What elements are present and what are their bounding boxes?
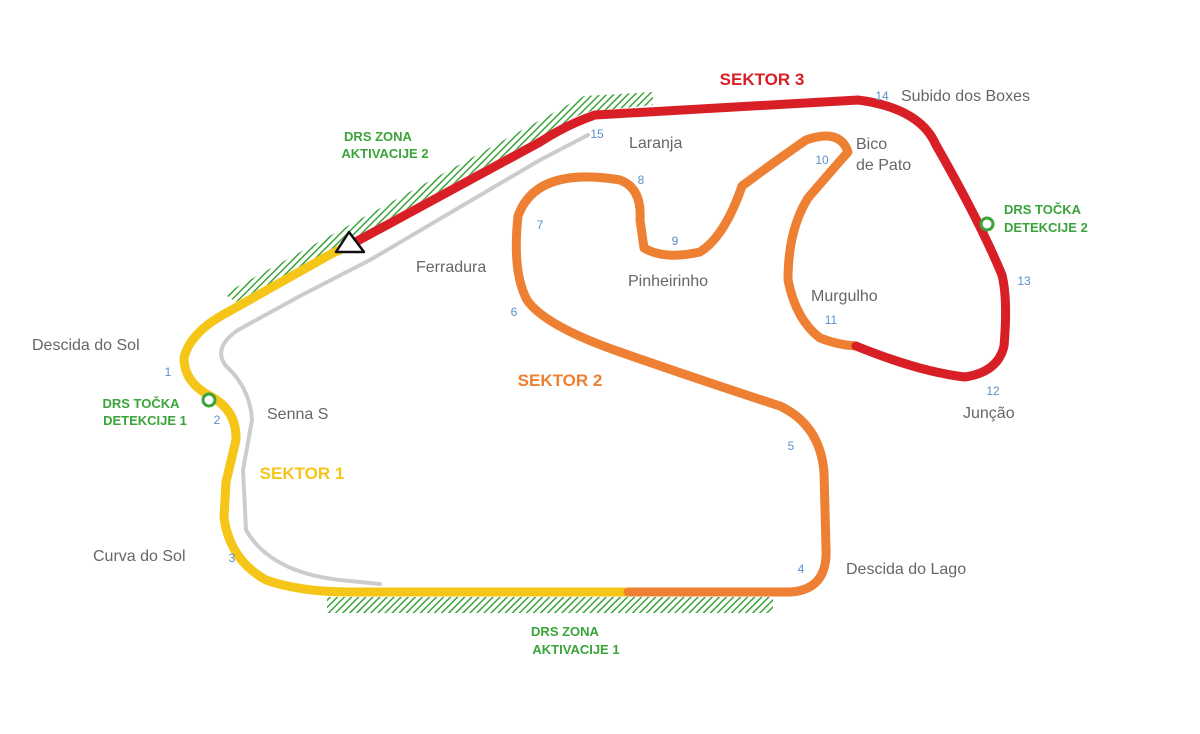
corner-number-15: 15: [590, 127, 604, 141]
sector-3-track: [345, 95, 1011, 382]
corner-number-7: 7: [537, 218, 544, 232]
sector-2-track: [511, 131, 861, 597]
corner-number-1: 1: [165, 365, 172, 379]
drs-detection-2-label-line2: DETEKCIJE 2: [1004, 220, 1088, 235]
corner-number-10: 10: [815, 153, 829, 167]
corner-number-12: 12: [986, 384, 1000, 398]
corner-number-9: 9: [672, 234, 679, 248]
corner-name-curva-do-sol: Curva do Sol: [93, 548, 186, 565]
corner-number-3: 3: [229, 551, 236, 565]
corner-number-11: 11: [825, 313, 838, 327]
drs-zone-1-label-line1: DRS ZONA: [531, 624, 600, 639]
sector-2-title: SEKTOR 2: [518, 371, 603, 390]
corner-name-pinheirinho: Pinheirinho: [628, 273, 708, 290]
corner-name-senna-s: Senna S: [267, 406, 328, 423]
corner-number-6: 6: [511, 305, 518, 319]
corner-name-descida-do-sol: Descida do Sol: [32, 337, 140, 354]
corner-name-subido-dos-boxes: Subido dos Boxes: [901, 88, 1030, 105]
corner-number-2: 2: [214, 413, 221, 427]
drs-zone-1-label-line2: AKTIVACIJE 1: [532, 642, 619, 657]
drs-detection-1-marker: [201, 392, 217, 408]
corner-name-bico-line1: Bico: [856, 136, 887, 153]
drs-detection-2-marker: [979, 216, 995, 232]
drs-detection-2-label-line1: DRS TOČKA: [1004, 202, 1082, 217]
corner-number-13: 13: [1017, 274, 1031, 288]
drs-detection-1-label-line1: DRS TOČKA: [102, 396, 180, 411]
corner-name-ferradura: Ferradura: [416, 259, 486, 276]
corner-number-8: 8: [638, 173, 645, 187]
triangle-icon: [334, 230, 366, 254]
corner-name-laranja: Laranja: [629, 135, 682, 152]
sector-1-title: SEKTOR 1: [260, 464, 345, 483]
corner-number-14: 14: [875, 89, 889, 103]
drs-zone-1-band: [327, 597, 773, 613]
corner-number-5: 5: [788, 439, 795, 453]
corner-name-murgulho: Murgulho: [811, 288, 878, 305]
pit-lane: [219, 133, 590, 586]
drs-zone-2-label-line1: DRS ZONA: [344, 129, 413, 144]
corner-name-descida-do-lago: Descida do Lago: [846, 561, 966, 578]
drs-detection-1-label-line2: DETEKCIJE 1: [103, 413, 187, 428]
sector-1-track: [179, 240, 633, 597]
corner-name-bico-line2: de Pato: [856, 157, 911, 174]
corner-name-juncao: Junção: [963, 405, 1015, 422]
sector-3-title: SEKTOR 3: [720, 70, 805, 89]
drs-zone-2-label-line2: AKTIVACIJE 2: [341, 146, 428, 161]
corner-number-4: 4: [798, 562, 805, 576]
